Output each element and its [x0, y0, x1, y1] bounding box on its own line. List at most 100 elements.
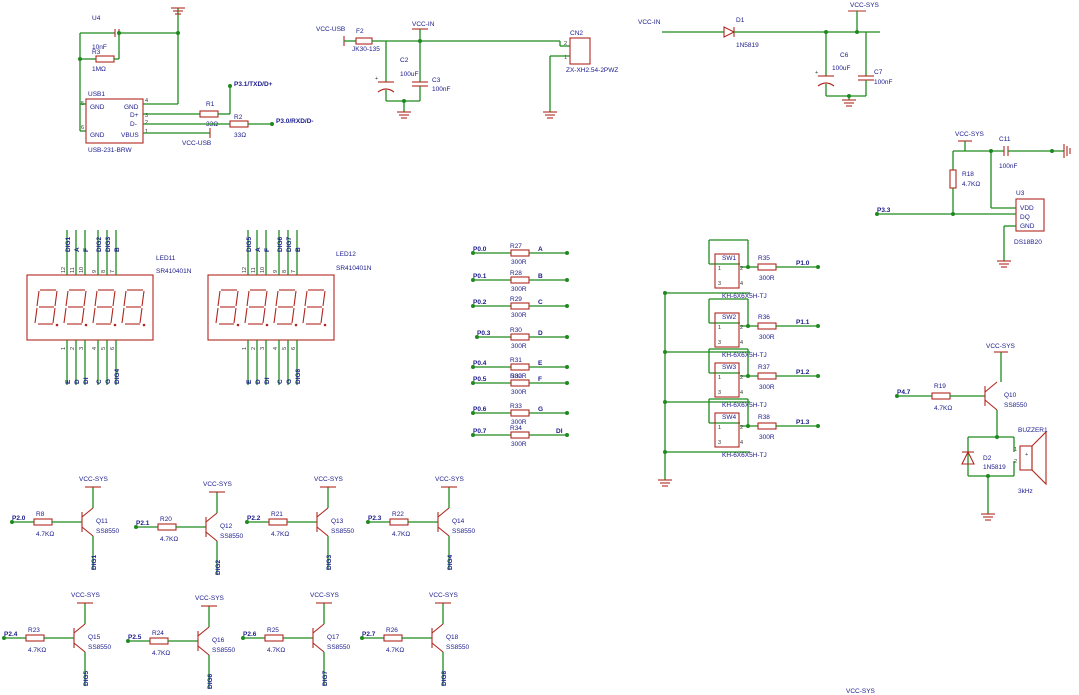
led11-top-pin: 9: [92, 270, 98, 273]
transistor-label: Q11: [96, 518, 108, 525]
switch-pin: 3: [718, 340, 721, 346]
resistor-ref: R37: [758, 364, 770, 371]
net-P0.7: P0.7: [473, 428, 487, 435]
buzzer-plus: +: [1025, 452, 1028, 458]
segment-net: A: [538, 246, 543, 253]
buzzer-section: VCC-SYSP4.7R194.7KΩQ10SS8550BUZZER13kHz1…: [895, 343, 1048, 521]
net-P0.0: P0.0: [473, 246, 487, 253]
led11-top-pin: 11: [70, 267, 76, 273]
net-p4-7: P4.7: [897, 389, 911, 396]
r2-label: R2: [234, 114, 243, 121]
r1-label: R1: [206, 101, 215, 108]
led12-top-pin: 12: [242, 267, 248, 273]
led12-bot-pin: 2: [251, 347, 257, 350]
switch-label: SW4: [722, 414, 736, 421]
resistor-ref: R23: [28, 627, 40, 634]
led12-top-net: DIG5: [246, 236, 253, 252]
transistor-label: Q13: [331, 518, 344, 525]
segment-net: C: [538, 299, 543, 306]
led11-top-pin: 8: [101, 270, 107, 273]
resistor-value: 300R: [759, 334, 775, 341]
transistor-vcc: VCC-SYS: [203, 481, 233, 488]
net-P1.2: P1.2: [796, 369, 810, 376]
switch-label: SW3: [722, 364, 736, 371]
r19-label: R19: [934, 383, 946, 390]
switch-pin: 1: [718, 325, 721, 331]
net-P0.4: P0.4: [473, 360, 487, 367]
usb-pin-num-4: 4: [145, 98, 148, 104]
digit-net: DIG8: [441, 670, 448, 686]
led12-top-net: B: [295, 247, 302, 252]
switch-pin: 1: [718, 425, 721, 431]
svg-text:1: 1: [564, 55, 567, 61]
r18-label: R18: [962, 171, 974, 178]
transistor-label: Q14: [452, 518, 465, 525]
resistor-value: 4.7KΩ: [152, 650, 170, 657]
transistor-label: Q18: [446, 634, 459, 641]
usb-pin-num-1: 1: [145, 129, 148, 135]
c6-value: 100uF: [832, 65, 850, 72]
led12-bot-net: E: [246, 379, 253, 384]
net-P2.5: P2.5: [128, 634, 142, 641]
usb-pin-gnd2: GND: [90, 132, 105, 139]
led11-bot-net: G: [105, 379, 112, 384]
c2-label: C2: [400, 57, 409, 64]
transistor-section: P2.0R84.7KΩVCC-SYSDIG1Q11SS8550P2.1R204.…: [2, 476, 476, 689]
resistor-ref: R22: [392, 511, 404, 518]
transistor-value: SS8550: [327, 644, 351, 651]
switch-pin: 1: [718, 375, 721, 381]
transistor-value: SS8550: [212, 647, 236, 654]
resistor-ref: R28: [510, 270, 522, 277]
transistor-vcc: VCC-SYS: [310, 592, 340, 599]
resistor-ref: R27: [510, 243, 522, 250]
u3-label: U3: [1016, 190, 1025, 197]
segment-net: G: [538, 406, 543, 413]
net-P0.5: P0.5: [473, 376, 487, 383]
resistor-value: 4.7KΩ: [392, 531, 410, 538]
r2-value: 33Ω: [234, 132, 246, 139]
switch-label: SW1: [722, 255, 736, 262]
net-p3-3: P3.3: [877, 207, 891, 214]
cn2-value: ZX-XH2.54-2PWZ: [566, 67, 618, 74]
r3-label: R3: [92, 49, 101, 56]
power-input-section: VCC-USB F2 JK30-135 VCC-IN C2 100uF + C3…: [316, 21, 618, 119]
u3-pin-dq: DQ: [1020, 214, 1030, 221]
resistor-ref: R32: [510, 373, 522, 380]
transistor-label: Q12: [220, 523, 233, 530]
c3-value: 100nF: [432, 86, 450, 93]
digit-net: DIG5: [83, 670, 90, 686]
switch-pin: 4: [740, 440, 743, 446]
switch-pin: 4: [740, 281, 743, 287]
led11-bot-net: DIG4: [114, 368, 121, 384]
net-P1.1: P1.1: [796, 319, 810, 326]
buzzer-name: BUZZER1: [1018, 427, 1048, 434]
led12-name: LED12: [336, 251, 356, 258]
vcc-sys-net: VCC-SYS: [850, 2, 880, 9]
switch-pin: 3: [718, 281, 721, 287]
resistor-value: 300R: [511, 441, 527, 448]
led11-bot-pin: 6: [110, 347, 116, 350]
led11-top-pin: 10: [79, 267, 85, 273]
buzzer-pin: 1: [1014, 447, 1017, 453]
d1-label: D1: [736, 17, 745, 24]
vcc-usb-label: VCC-USB: [182, 140, 211, 147]
led11-bot-net: DI: [83, 377, 90, 384]
led11-bot-net: C: [96, 379, 103, 384]
transistor-vcc: VCC-SYS: [79, 476, 109, 483]
segment-net: F: [538, 376, 542, 383]
transistor-label: Q16: [212, 637, 225, 644]
segment-net: D: [538, 330, 543, 337]
vcc-in-net: VCC-IN: [412, 21, 435, 28]
sensor-vcc: VCC-SYS: [955, 131, 985, 138]
switch-pin: 1: [718, 266, 721, 272]
switch-pin: 3: [718, 440, 721, 446]
led11-top-net: DIG3: [105, 236, 112, 252]
f2-value: JK30-135: [352, 46, 380, 53]
resistor-value: 300R: [511, 259, 527, 266]
r3-value: 1MΩ: [92, 66, 106, 73]
net-P0.1: P0.1: [473, 273, 487, 280]
resistor-ref: R33: [510, 403, 522, 410]
transistor-value: SS8550: [331, 528, 355, 535]
